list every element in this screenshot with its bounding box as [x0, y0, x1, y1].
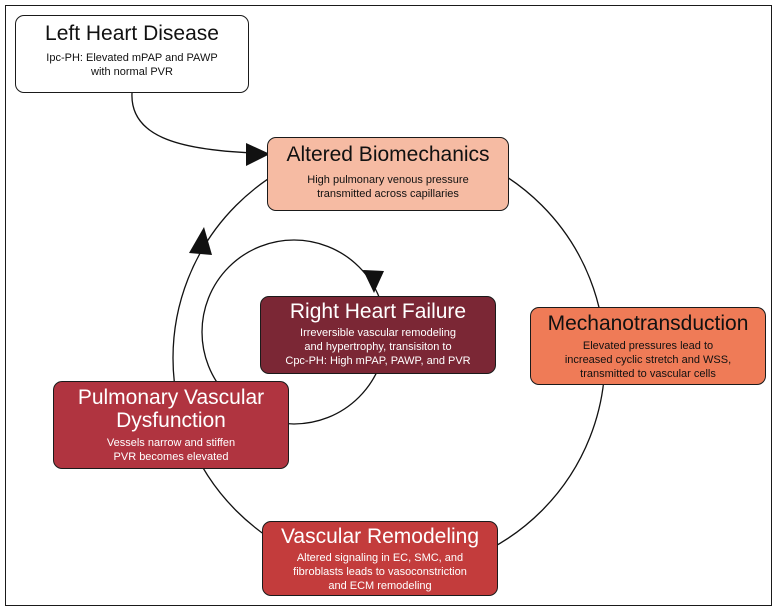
vascular-remodeling-text: Altered signaling in EC, SMC, and fibrob…	[293, 552, 467, 593]
inner-loop-arrowhead	[363, 270, 384, 293]
altered-biomechanics-text: High pulmonary venous pressure transmitt…	[307, 174, 469, 201]
mechanotransduction-text: Elevated pressures lead to increased cyc…	[564, 340, 732, 381]
pulmonary-vascular-dysfunction-text: Vessels narrow and stiffen PVR becomes e…	[106, 437, 236, 463]
lhd-entry-arrow-line	[131, 92, 256, 154]
left-heart-disease-title: Left Heart Disease	[45, 22, 219, 45]
right-heart-failure-text: Irreversible vascular remodeling and hyp…	[285, 327, 471, 368]
altered-biomechanics-title: Altered Biomechanics	[286, 143, 490, 166]
mechanotransduction-title: Mechanotransduction	[547, 312, 749, 335]
cycle-arrowhead	[189, 227, 212, 255]
altered-biomechanics-box: Altered Biomechanics High pulmonary veno…	[267, 137, 509, 211]
pulmonary-vascular-dysfunction-box: Pulmonary Vascular Dysfunction Vessels n…	[53, 381, 289, 469]
mechanotransduction-box: Mechanotransduction Elevated pressures l…	[530, 307, 766, 385]
right-heart-failure-box: Right Heart Failure Irreversible vascula…	[260, 296, 496, 374]
vascular-remodeling-title: Vascular Remodeling	[280, 525, 480, 548]
diagram-frame	[5, 5, 772, 606]
right-heart-failure-title: Right Heart Failure	[289, 300, 467, 323]
left-heart-disease-box: Left Heart Disease Ipc-PH: Elevated mPAP…	[15, 15, 249, 93]
left-heart-disease-text: Ipc-PH: Elevated mPAP and PAWP with norm…	[46, 52, 218, 79]
vascular-remodeling-box: Vascular Remodeling Altered signaling in…	[262, 521, 498, 596]
pulmonary-vascular-dysfunction-title: Pulmonary Vascular Dysfunction	[77, 386, 265, 432]
lhd-entry-arrowhead	[246, 143, 270, 166]
